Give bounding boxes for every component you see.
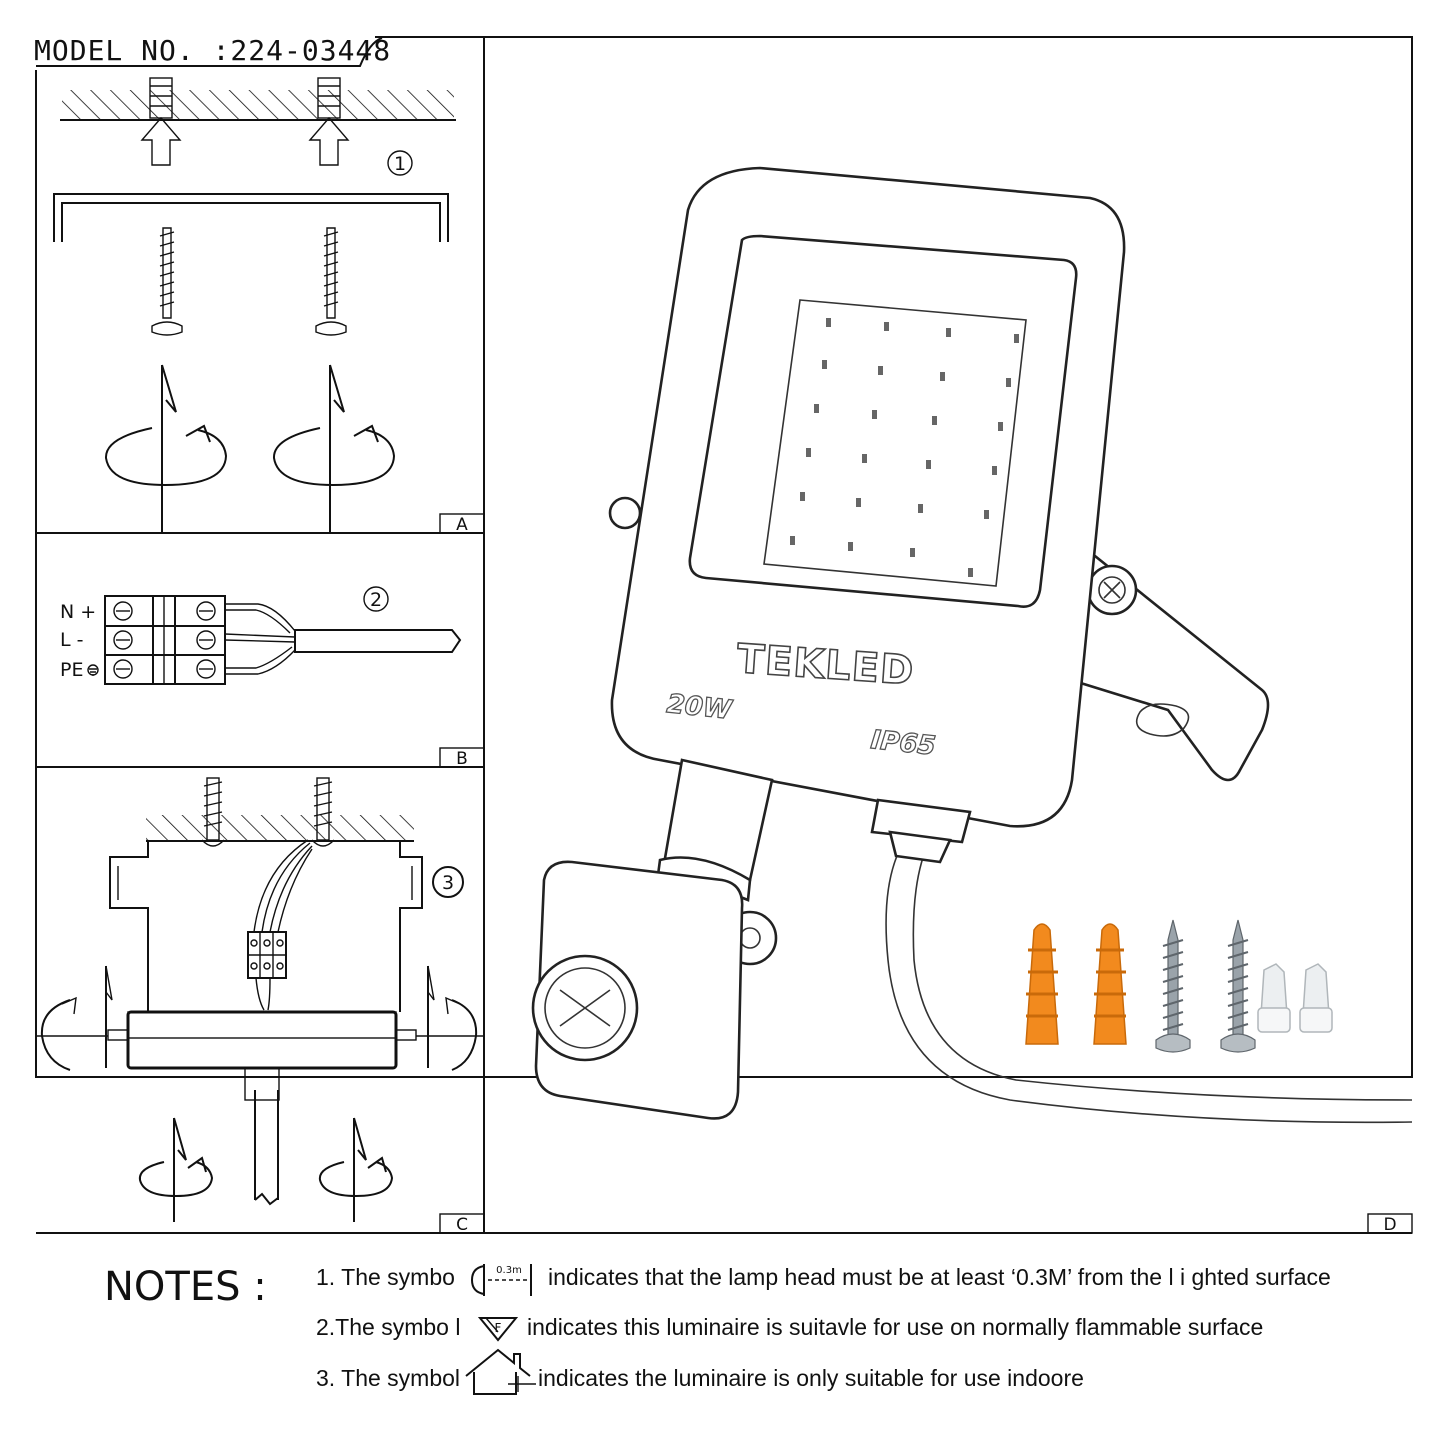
- terminal-n-label: N +: [60, 601, 96, 623]
- note-1-text: indicates that the lamp head must be at …: [548, 1264, 1331, 1290]
- ceiling-hatch-c: [146, 815, 414, 841]
- rotate-arrow-left: [104, 364, 228, 532]
- pir-sensor: [531, 758, 778, 1120]
- screw-left: [151, 227, 183, 336]
- rotate-arrow-bottom-left: [138, 1117, 214, 1222]
- floodlight-housing: [608, 166, 1126, 828]
- accessory-connectors: [1257, 963, 1333, 1033]
- cable: [224, 603, 462, 675]
- note-2-prefix: 2.The symbo l: [316, 1314, 460, 1340]
- step-2-circle: [363, 586, 389, 612]
- indoor-house-icon: [465, 1348, 536, 1395]
- flammable-surface-icon: F: [477, 1317, 519, 1342]
- model-number-tab: MODEL NO. :224-03448: [30, 30, 391, 70]
- mounting-bracket: [53, 193, 449, 242]
- terminal-l-label: L -: [60, 629, 83, 651]
- accessory-screws: [1155, 919, 1256, 1053]
- wattage-label: 20W: [665, 689, 734, 726]
- wall-plug-right: [308, 77, 350, 166]
- panel-d: TEKLED 20W IP65: [531, 166, 1413, 1235]
- step-2-label: 2: [370, 589, 382, 611]
- panel-c-letter: C: [456, 1215, 468, 1235]
- wires-c: [247, 839, 313, 1011]
- led-array: [790, 318, 1019, 577]
- screw-c-left: [201, 777, 225, 847]
- rotate-arrow-bottom-right: [318, 1117, 394, 1222]
- panel-d-letter: D: [1383, 1215, 1396, 1235]
- screw-c-right: [311, 777, 335, 847]
- bracket-outline: [109, 842, 423, 1012]
- panel-c: 3 C: [36, 777, 485, 1235]
- notes-section: NOTES : 1. The symbo 0.3m indicates that…: [104, 1264, 1331, 1395]
- model-number: MODEL NO. :224-03448: [34, 34, 391, 67]
- note-3-text: indicates the luminaire is only suitable…: [538, 1365, 1084, 1391]
- terminal-block: [104, 595, 226, 685]
- distance-symbol-icon: 0.3m: [470, 1264, 532, 1296]
- earth-icon: [87, 664, 99, 676]
- note-2-text: indicates this luminaire is suitavle for…: [527, 1314, 1263, 1340]
- flammable-symbol-label: F: [495, 1321, 502, 1335]
- ip-rating-label: IP65: [869, 725, 937, 762]
- terminal-pe-label: PE: [60, 659, 83, 681]
- distance-symbol-label: 0.3m: [496, 1265, 522, 1276]
- screw-right: [315, 227, 347, 336]
- step-1-circle: [387, 150, 413, 176]
- rotate-arrow-right: [272, 364, 396, 532]
- wall-plug-left: [140, 77, 182, 166]
- cable-gland: [870, 798, 972, 864]
- step-3-circle: [432, 866, 464, 898]
- panel-a-letter: A: [456, 515, 468, 535]
- step-1-label: 1: [394, 153, 406, 175]
- rotate-arrow-side-right: [427, 965, 478, 1071]
- step-3-label: 3: [442, 872, 454, 894]
- lamp-housing-c: [36, 1010, 484, 1206]
- note-1-prefix: 1. The symbo: [316, 1264, 455, 1290]
- note-3-prefix: 3. The symbol: [316, 1365, 460, 1391]
- panel-b: N + L - PE: [60, 586, 485, 769]
- panel-b-letter: B: [456, 749, 468, 769]
- accessory-wall-plugs: [1025, 923, 1127, 1045]
- panel-a: 1 A: [53, 77, 485, 535]
- notes-title: NOTES :: [104, 1264, 267, 1310]
- rotate-arrow-side-left: [40, 965, 113, 1071]
